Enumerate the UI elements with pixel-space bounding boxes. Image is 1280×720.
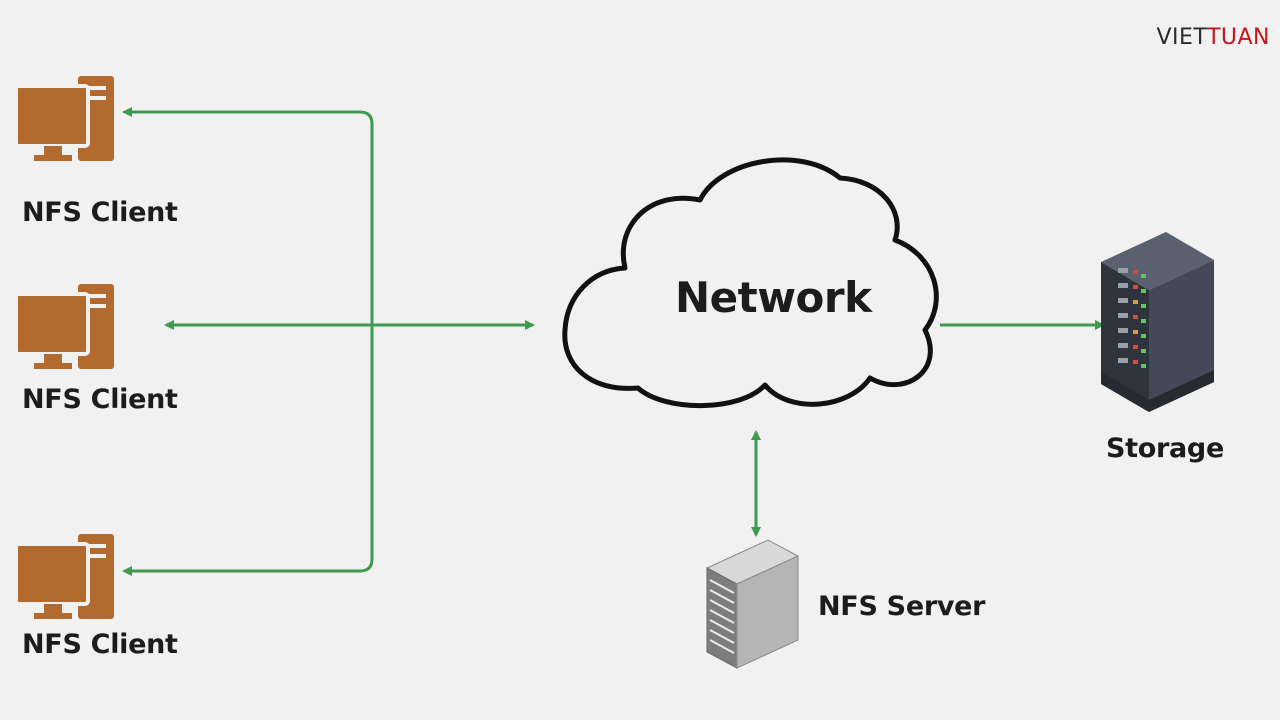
storage-rack <box>1101 232 1214 412</box>
desktop-computer-icon <box>14 534 114 619</box>
desktop-computer-icon <box>14 284 114 369</box>
storage-status-lights <box>1133 270 1146 368</box>
client-computer-1 <box>14 76 114 161</box>
brand-logo: VIETTUAN <box>1156 25 1270 50</box>
arrow-to-client-1 <box>122 107 374 325</box>
nfs-client-label: NFS Client <box>22 197 178 228</box>
nfs-client-label: NFS Client <box>22 629 178 660</box>
logo-text-viet: VIET <box>1156 25 1207 50</box>
network-label: Network <box>675 273 872 322</box>
client-computer-2 <box>14 284 114 369</box>
nfs-client-label: NFS Client <box>22 384 178 415</box>
storage-label: Storage <box>1106 433 1224 464</box>
nfs-server-tower <box>705 539 800 669</box>
nfs-server-label: NFS Server <box>818 591 986 622</box>
client-computer-3 <box>14 534 114 619</box>
logo-text-tuan: TUAN <box>1206 25 1270 50</box>
storage-drive-slots <box>1118 268 1128 363</box>
server-rack-icon <box>1101 232 1214 412</box>
server-tower-icon <box>705 539 800 669</box>
arrow-to-client-3 <box>122 325 374 576</box>
cloud-icon <box>562 157 939 409</box>
server-bays <box>709 579 735 654</box>
desktop-computer-icon <box>14 76 114 161</box>
